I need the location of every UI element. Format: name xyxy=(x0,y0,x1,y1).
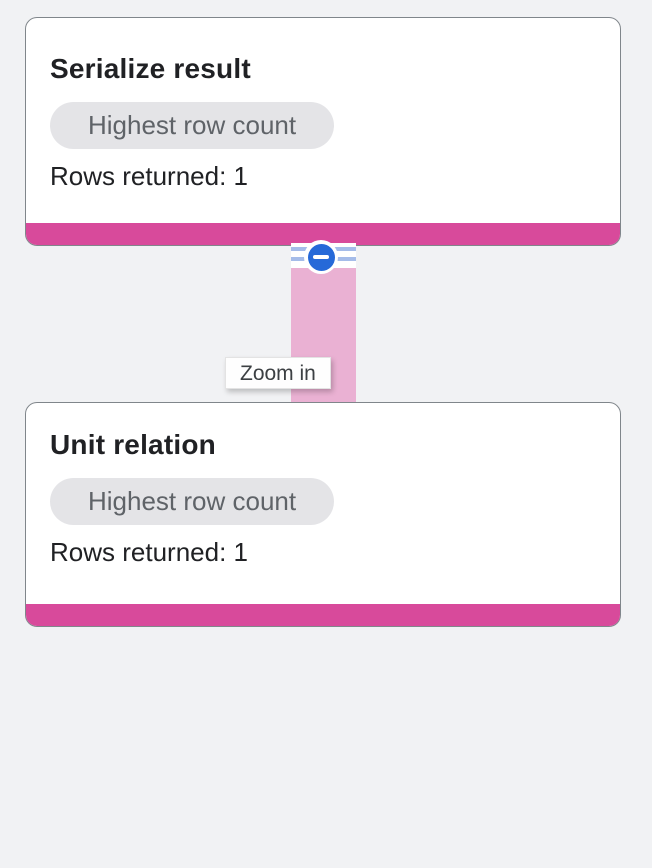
stage-node-serialize-result[interactable]: Serialize result Highest row count Rows … xyxy=(25,17,621,246)
stage-title: Serialize result xyxy=(50,53,251,84)
rows-returned-label: Rows returned: 1 xyxy=(50,160,248,191)
highest-row-count-badge: Highest row count xyxy=(50,477,335,525)
stage-accent-bar xyxy=(26,223,620,245)
highest-row-count-badge: Highest row count xyxy=(50,101,335,149)
collapse-edge-button[interactable] xyxy=(304,240,338,274)
zoom-in-tooltip: Zoom in xyxy=(225,357,331,389)
stage-node-unit-relation[interactable]: Unit relation Highest row count Rows ret… xyxy=(25,402,621,627)
stage-title: Unit relation xyxy=(50,429,216,460)
stage-accent-bar xyxy=(26,604,620,626)
rows-returned-label: Rows returned: 1 xyxy=(50,536,248,567)
minus-circle-icon xyxy=(307,243,335,271)
minus-glyph xyxy=(313,255,329,259)
